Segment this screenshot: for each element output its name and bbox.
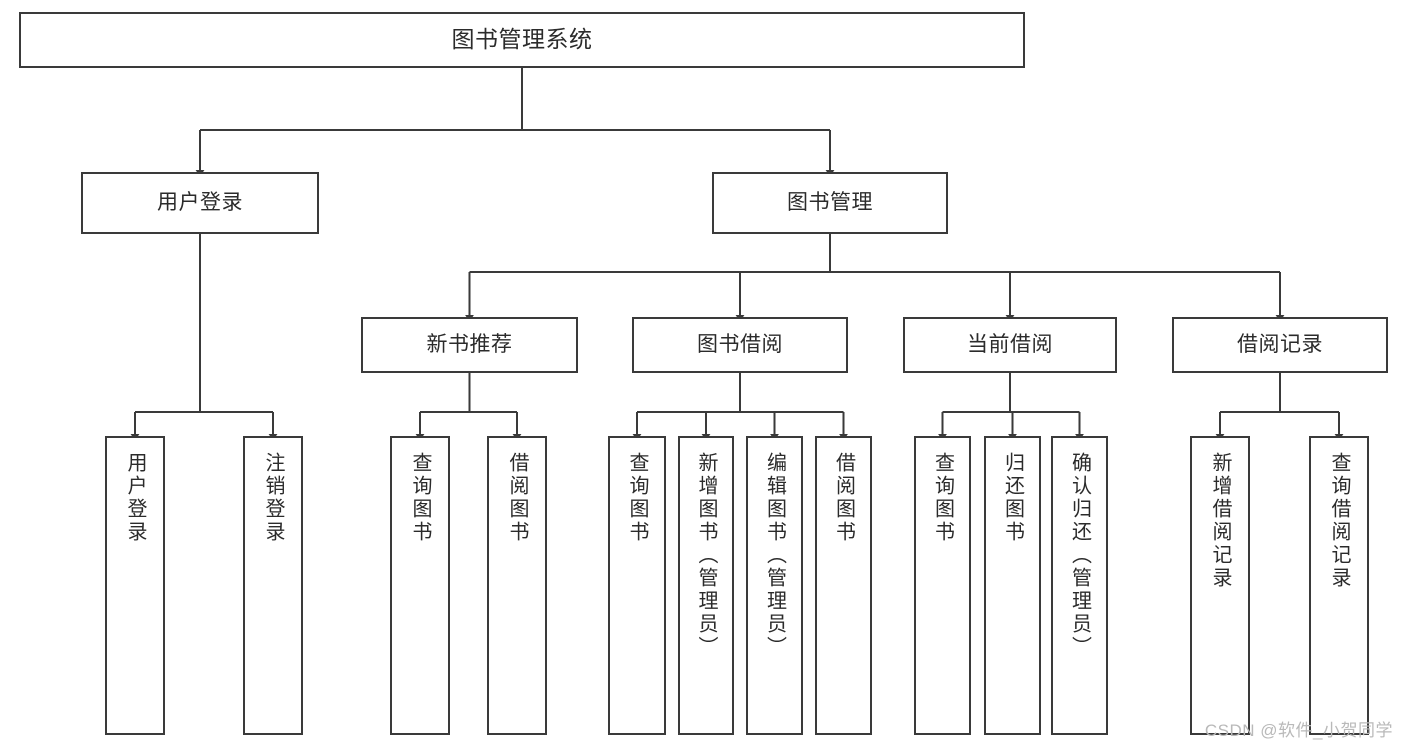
node-leaf-query-3[interactable]: 查询图书: [914, 436, 971, 735]
node-label-leaf-borrow-2: 借阅图书: [832, 452, 855, 544]
node-leaf-query-rec[interactable]: 查询借阅记录: [1309, 436, 1369, 735]
node-root[interactable]: 图书管理系统: [19, 12, 1025, 68]
node-current-borrow[interactable]: 当前借阅: [903, 317, 1117, 373]
node-leaf-query-2[interactable]: 查询图书: [608, 436, 666, 735]
node-label-leaf-confirm: 确认归还（管理员）: [1068, 452, 1091, 659]
node-label-leaf-query-2: 查询图书: [626, 452, 648, 544]
node-user-login[interactable]: 用户登录: [81, 172, 319, 234]
node-leaf-confirm[interactable]: 确认归还（管理员）: [1051, 436, 1108, 735]
node-label-leaf-query-3: 查询图书: [931, 452, 954, 544]
csdn-watermark: CSDN @软件_小贺同学: [1204, 721, 1393, 740]
node-label-root: 图书管理系统: [451, 26, 593, 53]
node-label-leaf-edit-book: 编辑图书（管理员）: [763, 452, 786, 659]
node-label-leaf-return: 归还图书: [1001, 452, 1024, 544]
node-leaf-add-book[interactable]: 新增图书（管理员）: [678, 436, 734, 735]
node-label-leaf-borrow-1: 借阅图书: [506, 452, 528, 544]
node-book-borrow[interactable]: 图书借阅: [632, 317, 848, 373]
node-leaf-borrow-1[interactable]: 借阅图书: [487, 436, 547, 735]
node-leaf-add-rec[interactable]: 新增借阅记录: [1190, 436, 1250, 735]
node-label-current-borrow: 当前借阅: [967, 332, 1053, 356]
node-leaf-user-login[interactable]: 用户登录: [105, 436, 165, 735]
node-book-manage[interactable]: 图书管理: [712, 172, 948, 234]
node-label-leaf-query-1: 查询图书: [409, 452, 431, 544]
node-new-book-rec[interactable]: 新书推荐: [361, 317, 578, 373]
node-label-leaf-user-login: 用户登录: [124, 452, 146, 544]
node-label-borrow-record: 借阅记录: [1237, 332, 1323, 356]
node-leaf-query-1[interactable]: 查询图书: [390, 436, 450, 735]
node-leaf-return[interactable]: 归还图书: [984, 436, 1041, 735]
node-label-leaf-query-rec: 查询借阅记录: [1328, 452, 1350, 590]
node-label-new-book-rec: 新书推荐: [426, 332, 513, 356]
node-label-leaf-add-book: 新增图书（管理员）: [695, 452, 717, 659]
node-label-user-login: 用户登录: [157, 190, 243, 214]
node-leaf-logout[interactable]: 注销登录: [243, 436, 303, 735]
node-label-book-manage: 图书管理: [787, 190, 873, 214]
node-label-leaf-add-rec: 新增借阅记录: [1209, 452, 1231, 590]
node-leaf-edit-book[interactable]: 编辑图书（管理员）: [746, 436, 803, 735]
node-label-leaf-logout: 注销登录: [262, 452, 284, 544]
node-label-book-borrow: 图书借阅: [697, 332, 783, 356]
node-leaf-borrow-2[interactable]: 借阅图书: [815, 436, 872, 735]
node-borrow-record[interactable]: 借阅记录: [1172, 317, 1388, 373]
